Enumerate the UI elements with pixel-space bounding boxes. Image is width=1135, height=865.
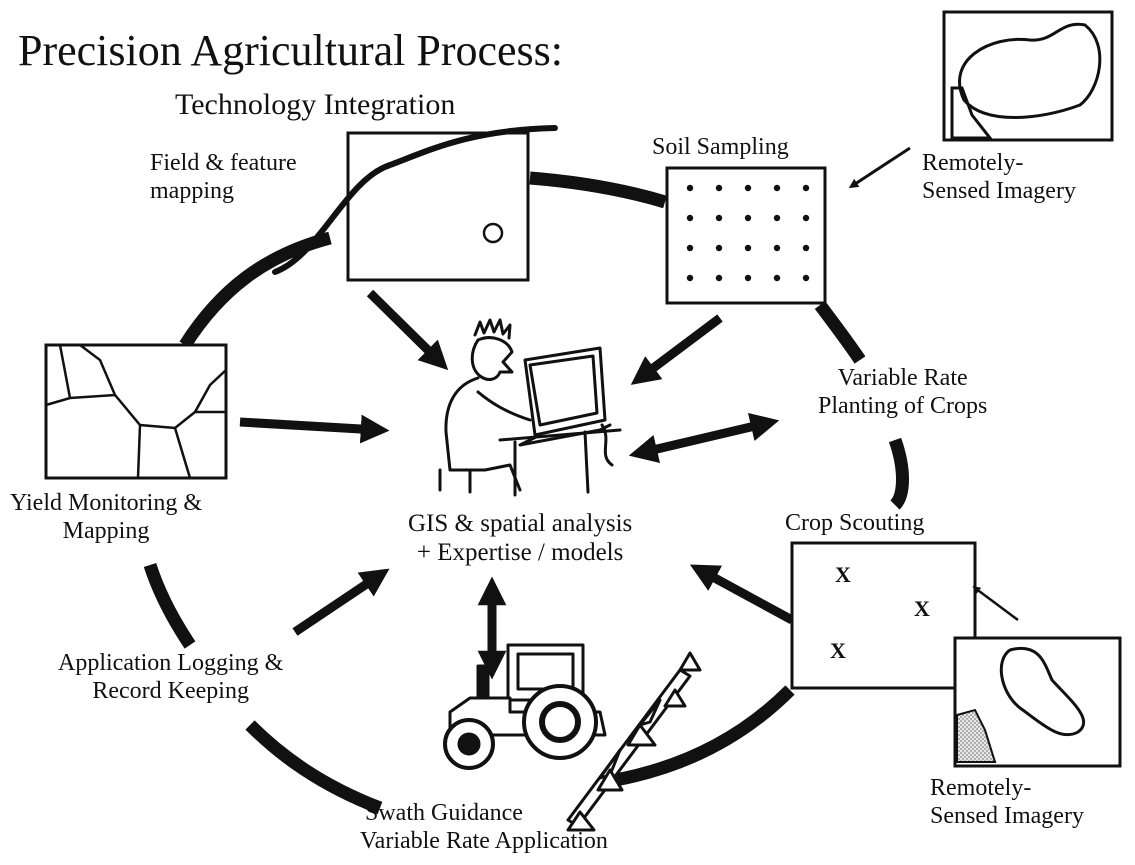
label-variable-rate-planting-line2: Planting of Crops xyxy=(818,392,988,419)
label-remote-imagery-top: Remotely- Sensed Imagery xyxy=(922,150,1076,205)
crop-scouting-figure xyxy=(790,541,1019,690)
arc-planting-to-scouting xyxy=(888,437,909,510)
arrow-yield-to-center xyxy=(239,414,390,444)
imagery-top-figure xyxy=(848,10,1114,189)
soil-sample-dot xyxy=(715,184,723,192)
imagery-bottom-figure xyxy=(953,636,1122,768)
label-variable-rate-planting: Variable Rate Planting of Crops xyxy=(818,365,987,420)
label-center-analysis-line2: + Expertise / models xyxy=(416,538,624,566)
soil-grid-figure xyxy=(665,166,827,305)
label-center-analysis-line1: GIS & spatial analysis xyxy=(408,510,633,537)
arc-field-to-soil xyxy=(529,171,667,209)
label-remote-imagery-bottom-line2: Sensed Imagery xyxy=(930,802,1084,829)
soil-sample-dot xyxy=(744,184,752,192)
label-application-logging: Application Logging & Record Keeping xyxy=(58,650,283,705)
field-map-figure xyxy=(272,125,558,282)
soil-sample-dot xyxy=(715,244,723,252)
soil-sample-dot xyxy=(715,274,723,282)
label-yield-monitoring: Yield Monitoring & Mapping xyxy=(10,490,202,545)
soil-sample-dot xyxy=(744,214,752,222)
arrow-planting-center xyxy=(628,412,780,464)
soil-sample-dot xyxy=(686,244,694,252)
label-field-mapping: Field & feature mapping xyxy=(150,150,297,205)
arc-swath-to-logging xyxy=(245,720,383,815)
arc-yield-to-field xyxy=(179,231,332,349)
label-swath-guidance: Swath Guidance Variable Rate Application xyxy=(360,800,608,855)
analyst-figure xyxy=(438,318,622,497)
soil-sample-dot xyxy=(686,274,694,282)
label-swath-guidance-line1: Swath Guidance xyxy=(365,800,523,826)
soil-sample-dot xyxy=(773,184,781,192)
scout-mark-3: X xyxy=(830,638,846,663)
label-remote-imagery-bottom: Remotely- Sensed Imagery xyxy=(930,775,1084,830)
soil-sample-dot xyxy=(744,244,752,252)
arrow-soil-to-center xyxy=(630,314,723,385)
label-yield-monitoring-line1: Yield Monitoring & xyxy=(10,490,202,516)
diagram-subtitle: Technology Integration xyxy=(175,88,456,121)
label-crop-scouting: Crop Scouting xyxy=(785,510,925,536)
arrow-logging-to-center xyxy=(292,568,390,636)
soil-sample-dot xyxy=(773,244,781,252)
arc-scouting-to-swath xyxy=(613,685,795,787)
label-swath-guidance-line2: Variable Rate Application xyxy=(360,827,608,854)
arc-logging-to-yield xyxy=(143,563,196,649)
label-remote-imagery-top-line1: Remotely- xyxy=(922,150,1024,176)
label-soil-sampling: Soil Sampling xyxy=(652,134,789,160)
soil-sample-dot xyxy=(802,274,810,282)
label-center-analysis: GIS & spatial analysis + Expertise / mod… xyxy=(408,510,632,568)
arrow-field-to-center xyxy=(366,289,449,371)
label-variable-rate-planting-line1: Variable Rate xyxy=(837,365,968,391)
tractor-figure xyxy=(443,643,702,832)
label-remote-imagery-top-line2: Sensed Imagery xyxy=(922,177,1076,204)
soil-sample-dot xyxy=(744,274,752,282)
flow-arrows xyxy=(239,289,795,680)
label-field-mapping-line1: Field & feature xyxy=(150,150,297,176)
soil-sample-dot xyxy=(773,214,781,222)
soil-sample-dot xyxy=(686,184,694,192)
soil-sample-dot xyxy=(802,184,810,192)
soil-sample-dot xyxy=(802,244,810,252)
scout-mark-1: X xyxy=(835,562,851,587)
soil-sample-dot xyxy=(802,214,810,222)
arc-soil-to-planting xyxy=(814,301,866,364)
label-yield-monitoring-line2: Mapping xyxy=(62,517,150,544)
soil-sample-dot xyxy=(715,214,723,222)
soil-sample-dot xyxy=(773,274,781,282)
diagram-title: Precision Agricultural Process: xyxy=(18,26,564,75)
label-application-logging-line2: Record Keeping xyxy=(92,677,249,704)
yield-map-figure xyxy=(44,343,228,480)
soil-sample-dot xyxy=(686,214,694,222)
scout-mark-2: X xyxy=(914,596,930,621)
label-application-logging-line1: Application Logging & xyxy=(58,650,284,676)
label-field-mapping-line2: mapping xyxy=(150,177,234,204)
label-remote-imagery-bottom-line1: Remotely- xyxy=(930,775,1032,801)
arrow-scouting-to-center xyxy=(689,564,795,624)
